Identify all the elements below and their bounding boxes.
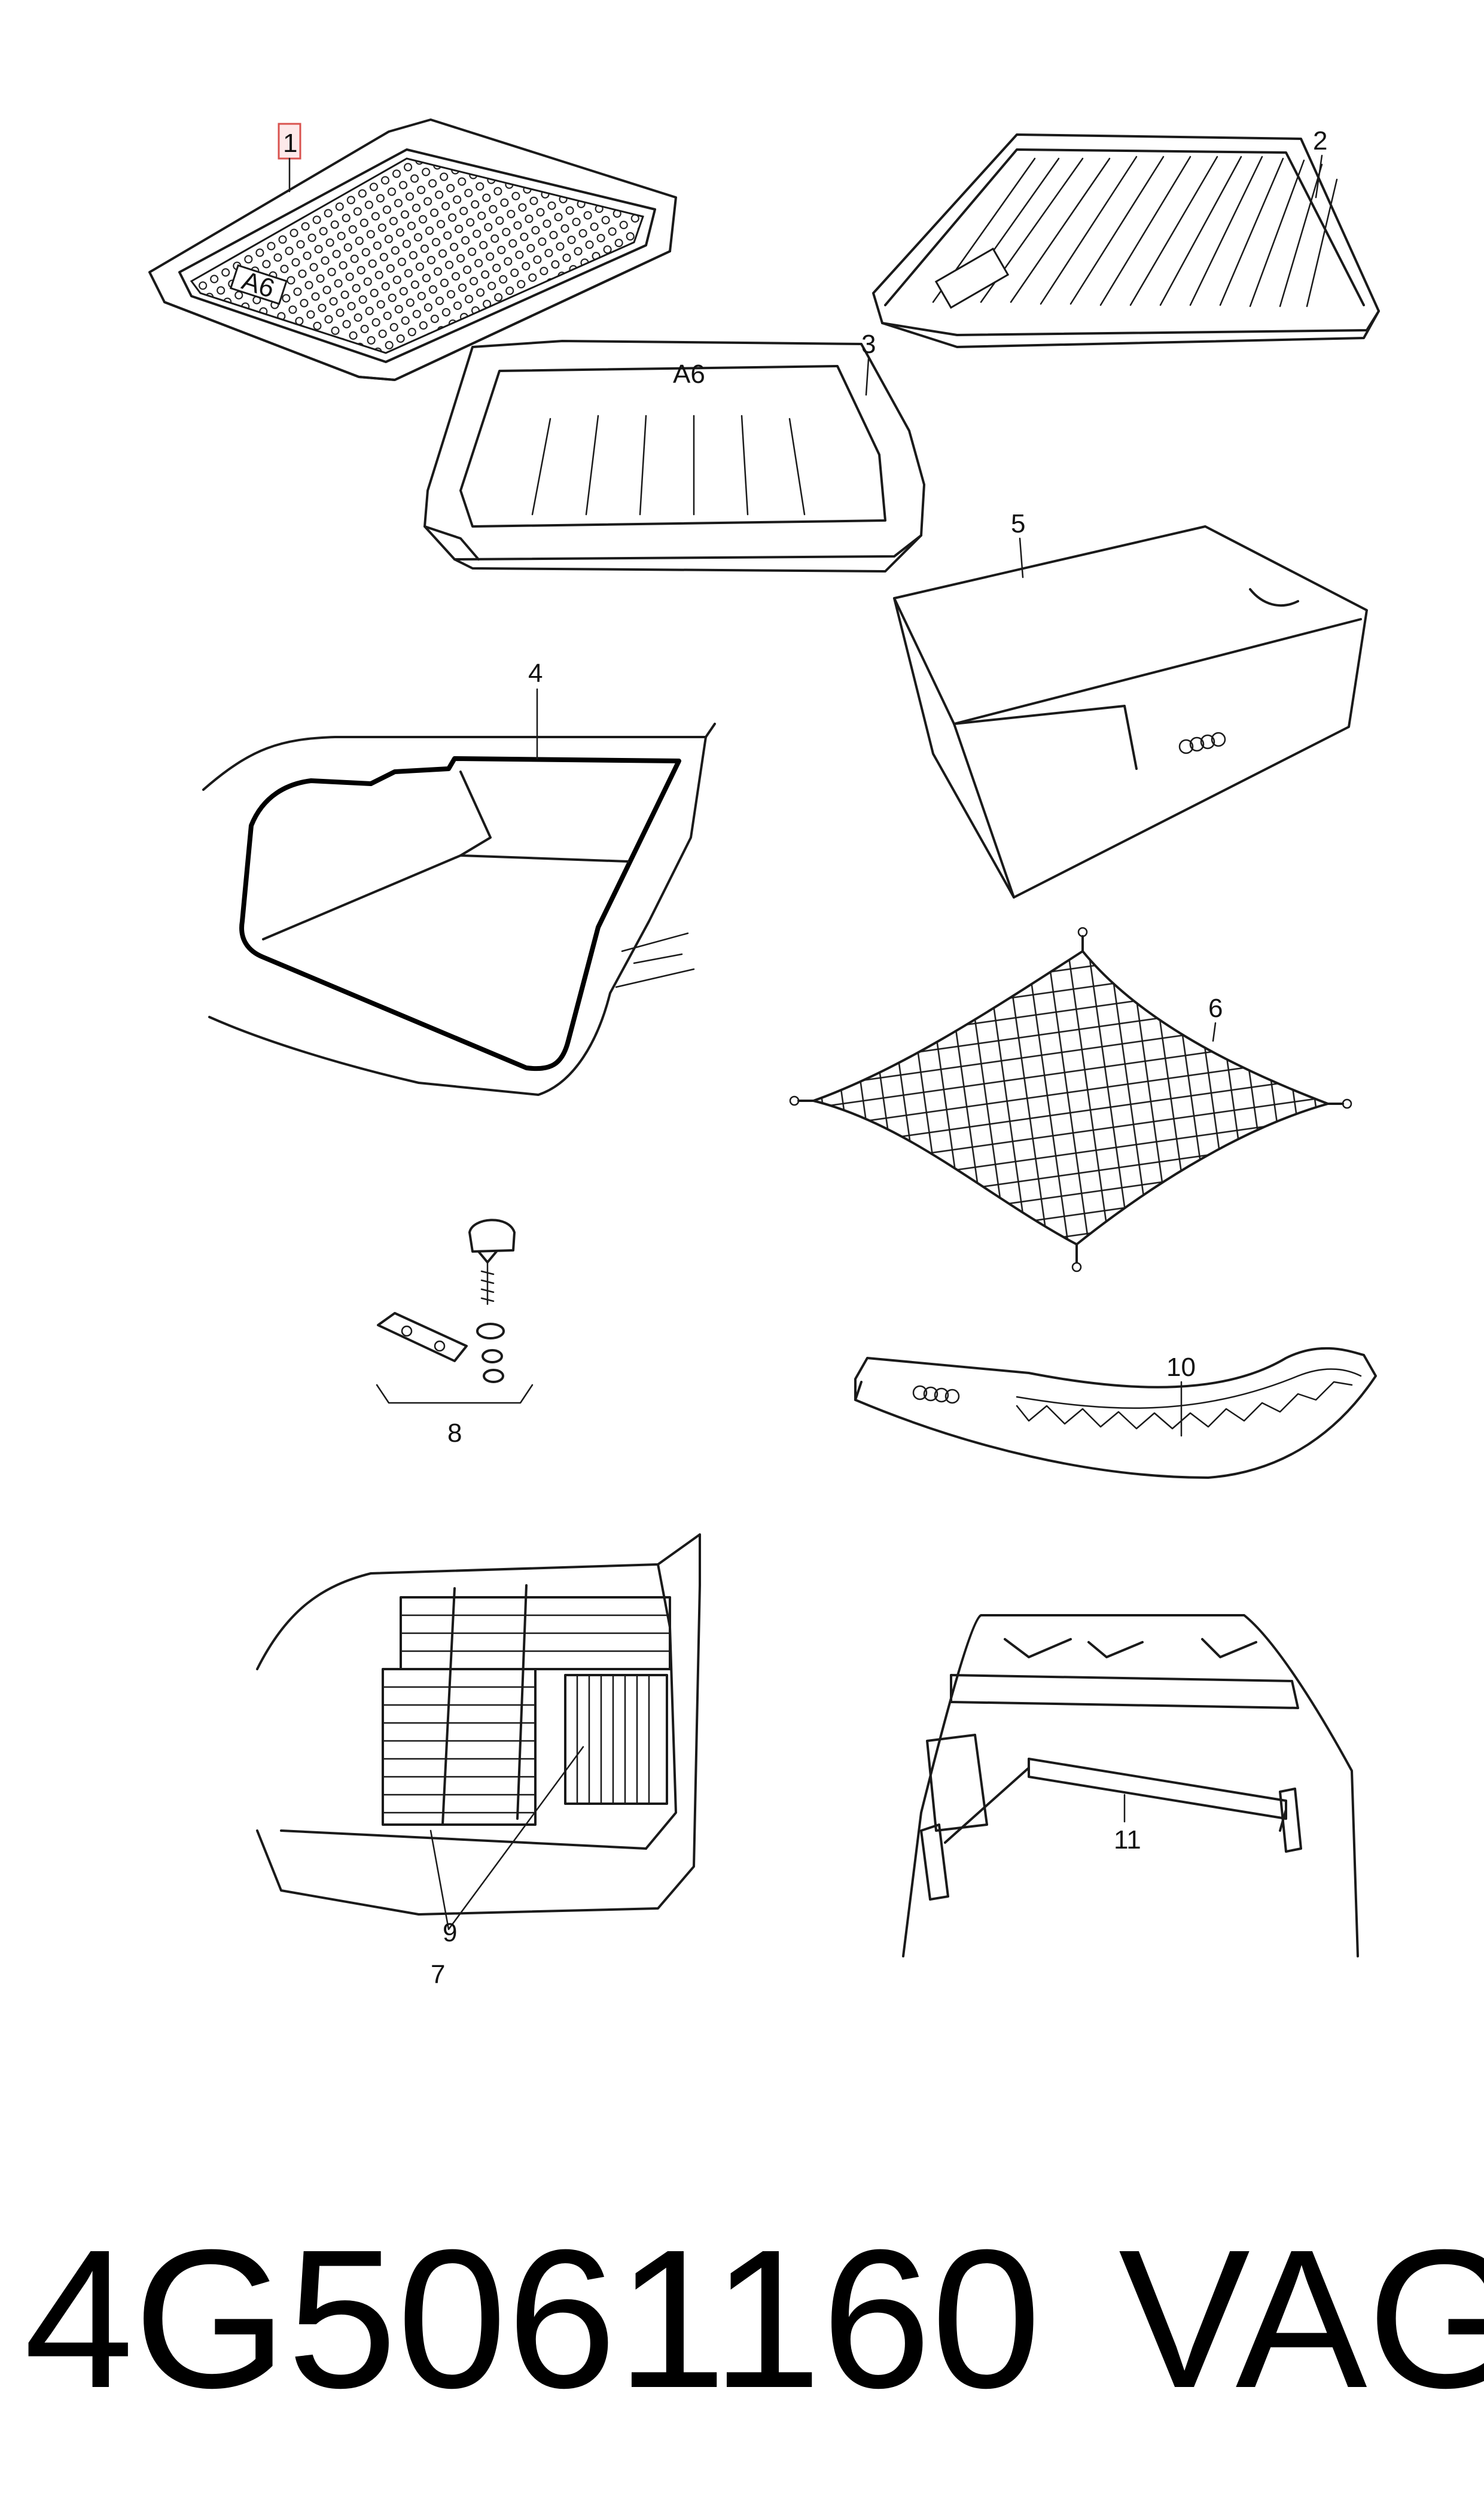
callout-4: 4 bbox=[528, 659, 543, 688]
callout-8: 8 bbox=[447, 1418, 462, 1448]
part-11-telescopic-bar: 11 bbox=[902, 1614, 1359, 1957]
sill-logo-rings bbox=[912, 1385, 960, 1404]
part-7-divider: 9 7 bbox=[256, 1533, 701, 1989]
callout-7: 7 bbox=[431, 1960, 445, 1989]
divider-grille bbox=[382, 1584, 671, 1826]
boot-tray-logo: A6 bbox=[673, 360, 705, 389]
brand-label: VAG bbox=[1119, 2208, 1484, 2429]
callout-1: 1 bbox=[283, 129, 297, 158]
callout-10: 10 bbox=[1166, 1353, 1196, 1382]
part-2-ribbed-tray: 2 bbox=[872, 126, 1380, 348]
part-3-boot-tray: A6 3 bbox=[423, 330, 925, 573]
part-4-boot-liner: 4 bbox=[202, 659, 716, 1096]
part-1-rubber-mat: A6 1 bbox=[148, 118, 677, 381]
callout-5: 5 bbox=[1011, 509, 1025, 538]
boot-tray-ribs bbox=[531, 415, 806, 516]
box-logo-rings bbox=[1178, 732, 1226, 754]
callout-2: 2 bbox=[1313, 126, 1327, 156]
callout-9: 9 bbox=[443, 1918, 457, 1947]
callout-3: 3 bbox=[861, 330, 876, 359]
part-8-fastening-kit: 8 bbox=[376, 1219, 534, 1448]
callout-11: 11 bbox=[1114, 1825, 1141, 1855]
callout-6: 6 bbox=[1208, 994, 1223, 1023]
part-number: 4G5061160 bbox=[24, 2208, 1041, 2429]
part-10-sill-protector: 10 bbox=[854, 1347, 1377, 1479]
highlight-box bbox=[278, 123, 301, 160]
tray-ribs bbox=[932, 156, 1338, 307]
part-5-storage-box: 5 bbox=[893, 509, 1368, 899]
part-6-luggage-net: 6 bbox=[789, 927, 1352, 1272]
